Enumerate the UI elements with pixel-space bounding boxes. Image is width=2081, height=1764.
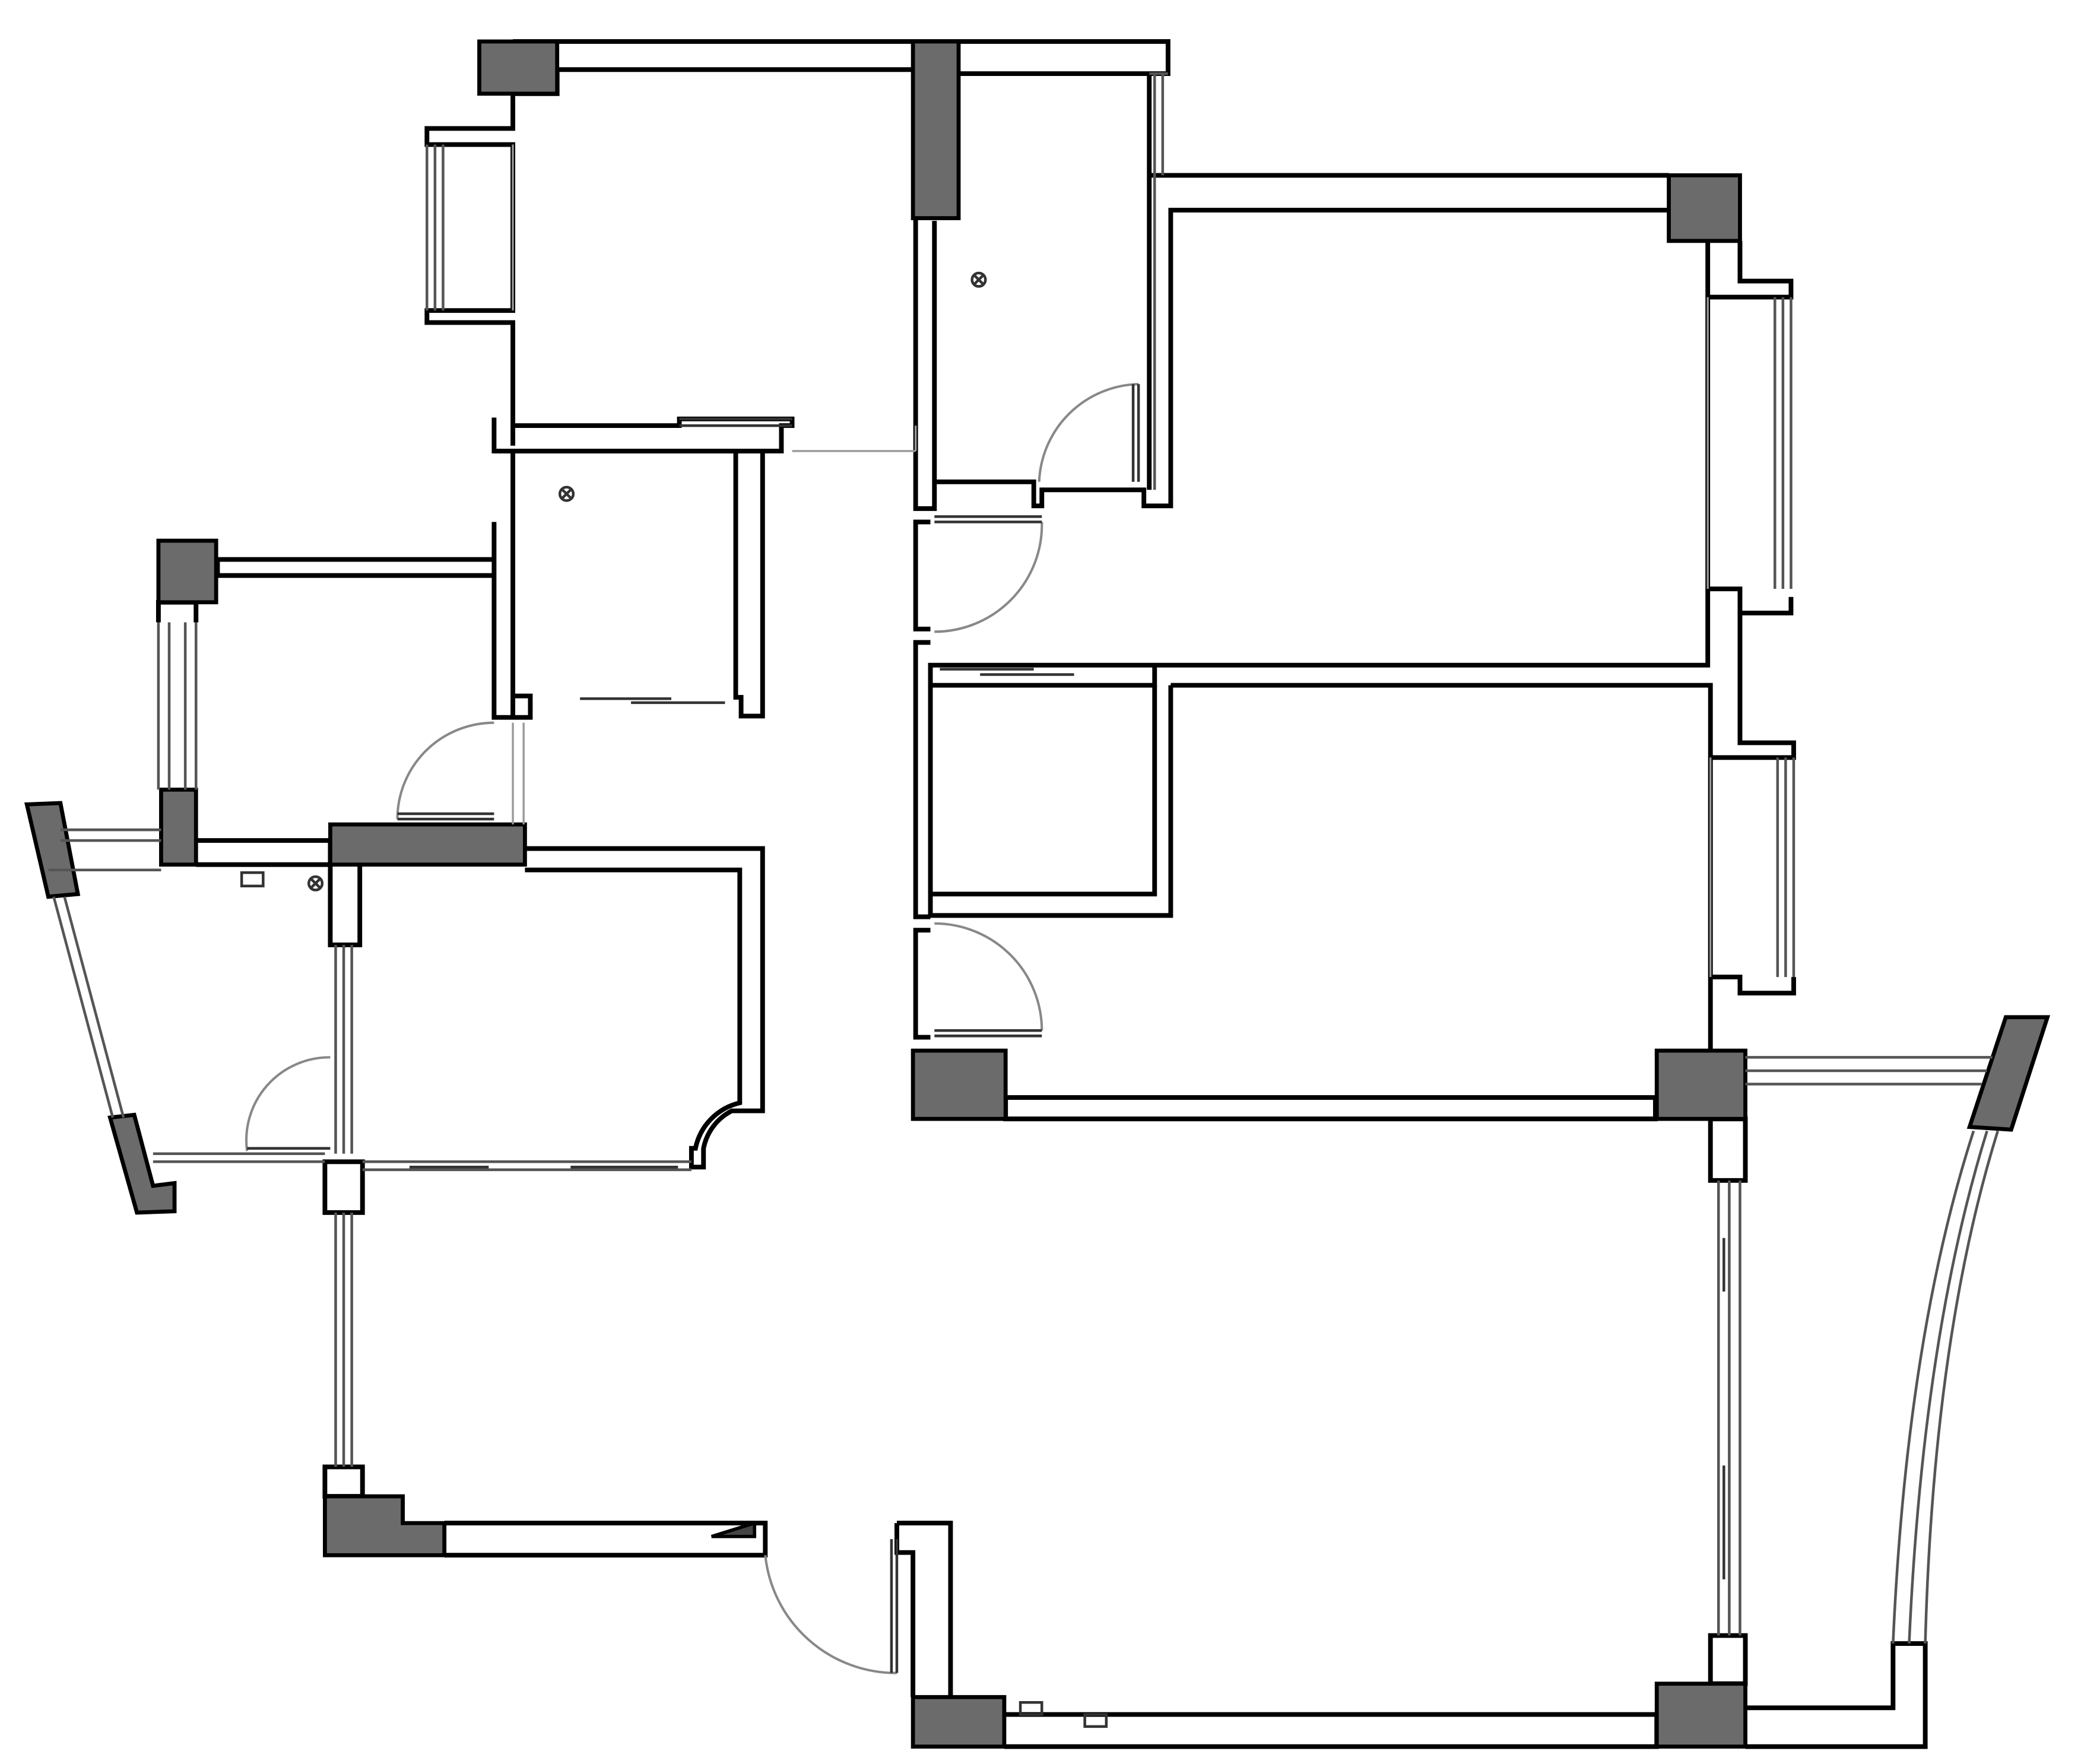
- sliding-door-top-left: [679, 417, 792, 427]
- column-left-mid: [159, 788, 198, 867]
- wall-second-bedroom: [928, 613, 1796, 1051]
- column-balcony-left-top: [24, 801, 81, 899]
- wall-middle-bathroom: [215, 448, 765, 720]
- sliding-door-master: [940, 668, 1074, 676]
- door-swing-top-bathroom: [1038, 383, 1139, 482]
- window-top-bathroom: [1149, 72, 1168, 490]
- structural-columns: [24, 39, 2051, 1749]
- door-swing-entry: [764, 1555, 897, 1674]
- step-wedge: [710, 1521, 757, 1538]
- floor-drain-left: [307, 875, 324, 891]
- wall-top-left-room: [424, 39, 1170, 453]
- column-right-mid: [1654, 1048, 1747, 1121]
- wall-entry: [894, 1521, 1660, 1749]
- doors: [245, 383, 1140, 1674]
- window-balcony-right: [1745, 1056, 1993, 1086]
- column-bottom-right: [1654, 1681, 1747, 1749]
- window-living-east: [1717, 1180, 1741, 1636]
- wall-master-bedroom: [928, 173, 1794, 688]
- window-second-bay: [1776, 757, 1796, 978]
- column-balcony-right: [1966, 1015, 2051, 1132]
- column-top-mid: [911, 39, 961, 220]
- column-top-right: [1667, 173, 1742, 243]
- door-swing-master: [934, 522, 1043, 633]
- window-balcony-left: [48, 828, 161, 1118]
- column-left-upper: [156, 538, 218, 605]
- outlet-balcony: [240, 871, 265, 888]
- floor-drain-middle: [558, 486, 575, 502]
- walls: [156, 39, 1928, 1749]
- sliding-door-bathroom: [580, 697, 725, 705]
- outlet-living-1: [1019, 1701, 1043, 1716]
- column-mid-south: [911, 1048, 1008, 1121]
- column-bedroom-top: [328, 822, 527, 867]
- wall-second-bedroom-south: [1003, 1095, 1658, 1122]
- wall-living-right: [1708, 1116, 1928, 1749]
- window-top-left-bay: [426, 144, 445, 311]
- outlet-living-2: [1083, 1713, 1108, 1728]
- fixtures: [240, 271, 1108, 1728]
- door-swing-second-bedroom: [934, 922, 1043, 1031]
- door-swing-middle-bathroom: [396, 721, 494, 820]
- window-living-west: [334, 1212, 353, 1467]
- window-master-bay: [1774, 297, 1793, 589]
- door-swing-left-bedroom: [245, 1056, 331, 1151]
- column-balcony-left-bottom: [107, 1112, 177, 1215]
- window-left-bedroom: [157, 622, 198, 790]
- column-lower-left: [322, 1494, 447, 1557]
- column-top-left: [477, 39, 560, 96]
- windows: [48, 72, 1999, 1644]
- column-bottom-mid: [911, 1695, 1007, 1749]
- wall-top-bathroom: [913, 74, 1669, 511]
- wall-corridor: [913, 519, 931, 1119]
- floor-drain-top: [970, 271, 987, 288]
